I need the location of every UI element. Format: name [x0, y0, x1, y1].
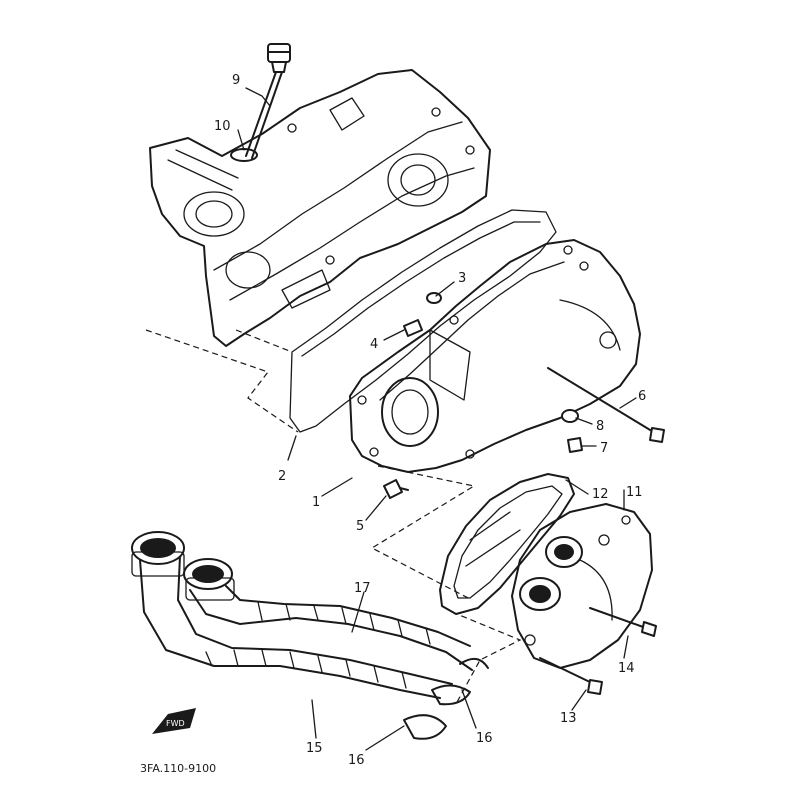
- callout-5: 5: [356, 519, 364, 534]
- callout-labels: 9 10 2 1 3 4 5 6 7 8 11 12 14 13 15 16 1…: [214, 73, 646, 768]
- callout-11: 11: [626, 485, 643, 500]
- assembly-leaders: [145, 329, 522, 705]
- callout-leaders: [237, 87, 637, 751]
- callout-14: 14: [618, 661, 635, 676]
- callout-1: 1: [312, 495, 320, 510]
- bolt: [589, 607, 657, 637]
- oil-dipstick: [245, 43, 291, 159]
- callout-7: 7: [600, 441, 608, 456]
- air-duct: [131, 531, 453, 699]
- cover-gasket: [439, 473, 575, 615]
- crankcase-cover: [349, 239, 641, 473]
- air-duct: [183, 558, 473, 671]
- callout-16-lower: 16: [348, 753, 365, 768]
- dowel-pin: [403, 319, 423, 337]
- callout-9: 9: [232, 73, 240, 88]
- callout-15: 15: [306, 741, 323, 756]
- forward-arrow-icon: FWD: [152, 708, 196, 734]
- hose-clamp: [431, 657, 489, 706]
- callout-13: 13: [560, 711, 577, 726]
- callout-2: 2: [278, 469, 286, 484]
- long-bolt: [547, 367, 665, 443]
- collar: [567, 437, 583, 453]
- callout-12: 12: [592, 487, 609, 502]
- fwd-label: FWD: [166, 719, 185, 728]
- grommet: [561, 409, 579, 423]
- callout-10: 10: [214, 119, 231, 134]
- bolt: [539, 657, 603, 695]
- callout-3: 3: [458, 271, 466, 286]
- bolt: [383, 479, 409, 499]
- air-duct-cover: [511, 503, 653, 669]
- callout-16-upper: 16: [476, 731, 493, 746]
- washer: [426, 292, 442, 304]
- callout-8: 8: [596, 419, 604, 434]
- callout-17: 17: [354, 581, 371, 596]
- crankcase: [149, 69, 491, 347]
- hose-clamp: [403, 714, 447, 740]
- gasket: [289, 209, 557, 433]
- drawing-code: 3FA.110-9100: [140, 762, 216, 775]
- callout-6: 6: [638, 389, 646, 404]
- callout-4: 4: [370, 337, 378, 352]
